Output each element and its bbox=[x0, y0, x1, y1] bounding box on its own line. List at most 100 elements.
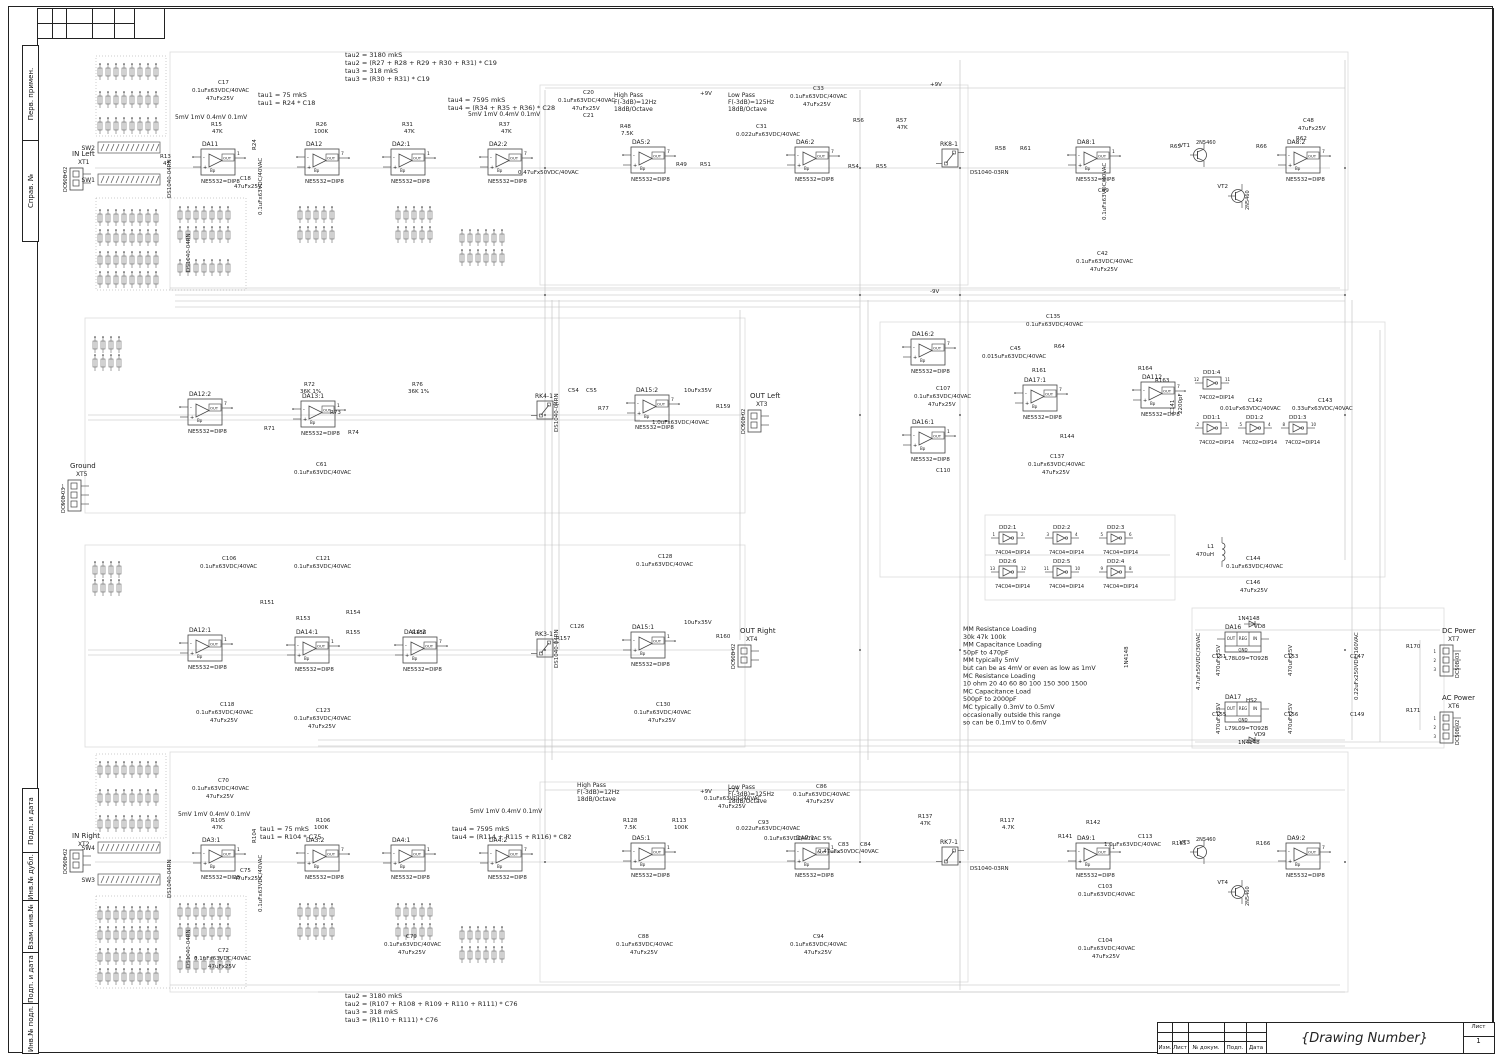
opamp-ref: DA5:1 bbox=[632, 835, 650, 842]
connector-name: AC Power bbox=[1442, 694, 1475, 702]
part-label: - bbox=[190, 405, 192, 411]
note-sensitivity: 5mV 1mV 0.4mV 0.1mV bbox=[470, 808, 543, 815]
part-label: 0.1uFx63VDC/40VAC bbox=[1076, 259, 1133, 265]
connector-ref: XT1 bbox=[78, 159, 90, 166]
part-label: - bbox=[1143, 388, 1145, 394]
part-label: 0.1uFx63VDC/40VAC bbox=[790, 94, 847, 100]
part-label: C141 bbox=[1170, 400, 1176, 414]
part-label: - bbox=[303, 407, 305, 413]
part-label: + bbox=[303, 417, 307, 423]
part-label: R137 bbox=[918, 814, 933, 820]
part-label: +9V bbox=[700, 91, 712, 97]
part-label: C153 bbox=[1284, 654, 1299, 660]
part-label: 0.1uFx63VDC/40VAC bbox=[1102, 163, 1108, 220]
part-label: 7 bbox=[831, 149, 834, 155]
part-label: R74 bbox=[348, 430, 359, 436]
note-tau1-left: tau1 = 75 mkS bbox=[258, 91, 307, 99]
part-label: - bbox=[633, 153, 635, 159]
gate-ref: DD2:1 bbox=[999, 525, 1016, 531]
part-label: 47uFx25V bbox=[206, 794, 234, 800]
part-label: 47K bbox=[897, 125, 908, 131]
part-label: - bbox=[203, 851, 205, 857]
relay-ref: RK4-1 bbox=[535, 393, 553, 400]
note-lowpass: F(-3dB)=125Hz bbox=[728, 99, 774, 106]
part-label: 0.47uFx50VDC/40VAC bbox=[518, 170, 579, 176]
part-label: + bbox=[393, 861, 397, 867]
part-label: 47uFx25V bbox=[308, 724, 336, 730]
part-label: - bbox=[203, 155, 205, 161]
part-label: 100K bbox=[674, 825, 688, 831]
opamp-ref: DA2:2 bbox=[489, 141, 507, 148]
part-label: R164 bbox=[1138, 366, 1153, 372]
part-label: 47uFx25V bbox=[718, 804, 746, 810]
connector-part: DC50B-02 bbox=[63, 167, 69, 192]
opamp-part: NE5532=DIP8 bbox=[795, 873, 834, 879]
part-label: Bp bbox=[497, 864, 503, 869]
part-label: 2 bbox=[731, 658, 734, 663]
part-label: 1 bbox=[1112, 149, 1115, 155]
part-label: 4.7uFx50VDC/36VAC bbox=[1196, 633, 1202, 690]
part-label: 0.33uFx63VDC/40VAC bbox=[1292, 406, 1353, 412]
part-label: 4.7K bbox=[1002, 825, 1015, 831]
part-label: 0.1uFx63VDC/40VAC bbox=[1226, 564, 1283, 570]
part-label: C142 bbox=[1248, 398, 1262, 404]
note-tau1-right: tau1 = 75 mkS bbox=[260, 825, 309, 833]
part-label: Bp bbox=[400, 168, 406, 173]
note-lowpass: F(-3dB)=125Hz bbox=[728, 791, 774, 798]
part-label: C106 bbox=[222, 556, 237, 562]
part-label: 2 bbox=[1196, 422, 1199, 427]
part-label: 470uFx25V bbox=[1216, 645, 1222, 676]
gate-ref: DD1:4 bbox=[1203, 370, 1221, 376]
part-label: Bp bbox=[644, 414, 650, 419]
part-label: +9V bbox=[700, 789, 712, 795]
part-label: OUT bbox=[653, 850, 662, 855]
opamp-part: NE5532=DIP8 bbox=[305, 875, 344, 881]
part-label: C72 bbox=[218, 948, 229, 954]
opamp-part: NE5532=DIP8 bbox=[1141, 412, 1180, 418]
part-label: R141 bbox=[1058, 834, 1072, 840]
top-left-stamp-table bbox=[37, 8, 165, 39]
regulator-ref: DA16 bbox=[1225, 624, 1241, 631]
gate-part: 74C02=DIP14 bbox=[1199, 395, 1234, 401]
inductor-ref: L1 bbox=[1207, 544, 1214, 550]
note-loading: but can be as 4mV or even as low as 1mV bbox=[963, 665, 1096, 672]
part-label: 47uFx25V bbox=[803, 102, 831, 108]
part-label: 0.015uFx63VDC/40VAC bbox=[982, 354, 1046, 360]
part-label: R165 bbox=[1172, 841, 1187, 847]
part-label: R26 bbox=[316, 122, 327, 128]
part-label: 0.1uFx63VDC/40VAC bbox=[294, 716, 351, 722]
note-tau4-left: tau4 = 7595 mkS bbox=[448, 96, 505, 104]
part-label: OUT bbox=[657, 402, 666, 407]
note-loading: MM Resistance Loading bbox=[963, 626, 1037, 633]
switch-ref: SW4 bbox=[81, 845, 95, 852]
connector-name: Ground bbox=[70, 462, 96, 470]
opamp-part: NE5532=DIP8 bbox=[391, 875, 430, 881]
part-label: 36K 1% bbox=[300, 389, 321, 395]
part-label: 0.1uFx63VDC/40VAC bbox=[1078, 892, 1135, 898]
part-label: 47uFx25V bbox=[1090, 267, 1118, 273]
part-label: + bbox=[797, 859, 801, 865]
part-label: 3 bbox=[1433, 734, 1436, 739]
opamp-part: NE5532=DIP8 bbox=[631, 662, 670, 668]
part-label: 7 bbox=[524, 847, 527, 853]
gate-ref: DD2:4 bbox=[1107, 559, 1125, 565]
part-label: C103 bbox=[1098, 884, 1113, 890]
part-label: C61 bbox=[316, 462, 327, 468]
note-sensitivity: 5mV 1mV 0.4mV 0.1mV bbox=[468, 111, 541, 118]
connector-name: OUT Right bbox=[740, 627, 776, 635]
opamp-ref: DA7:1 bbox=[796, 835, 814, 842]
part-label: R117 bbox=[1000, 818, 1015, 824]
part-label: 3 bbox=[1433, 667, 1436, 672]
part-label: C156 bbox=[1284, 712, 1299, 718]
sheet-number: 1 bbox=[1476, 1037, 1481, 1045]
part-label: 1 bbox=[63, 854, 66, 859]
opamp-ref: DA8:1 bbox=[1077, 139, 1095, 146]
part-label: C110 bbox=[936, 468, 951, 474]
part-label: C45 bbox=[1010, 346, 1021, 352]
switch-ref: SW2 bbox=[81, 145, 95, 152]
part-label: R163 bbox=[1155, 378, 1170, 384]
note-tau-top: tau3 = 318 mkS bbox=[345, 67, 398, 75]
opamp-part: NE5532=DIP8 bbox=[403, 667, 442, 673]
connector-part: DC50B-03 bbox=[61, 488, 67, 513]
part-label: 1N4148 bbox=[1124, 646, 1130, 668]
